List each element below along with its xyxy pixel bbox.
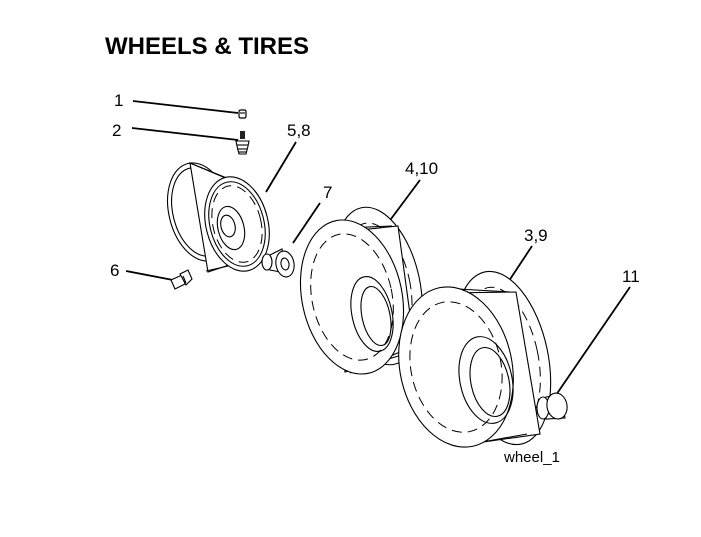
- callout-7: 7: [323, 183, 332, 202]
- leader-6: [125, 270, 174, 281]
- callout-11: 11: [622, 267, 640, 286]
- wheel-rim: [167, 162, 270, 273]
- callout-3-9: 3,9: [524, 226, 548, 245]
- valve-stem: [235, 131, 250, 155]
- callout-5-8: 5,8: [287, 121, 311, 140]
- leader-7: [292, 202, 321, 244]
- front-tire: [299, 206, 423, 375]
- callout-2: 2: [112, 121, 121, 140]
- hub-cap: [536, 392, 568, 420]
- rear-tire: [398, 270, 552, 448]
- leader-2: [131, 127, 239, 141]
- diagram-caption: wheel_1: [503, 449, 560, 466]
- callout-6: 6: [110, 261, 119, 280]
- callout-4-10: 4,10: [405, 159, 438, 178]
- leader-1: [132, 100, 239, 114]
- diagram-title: WHEELS & TIRES: [105, 33, 309, 60]
- leader-lines: [125, 100, 631, 396]
- leader-11: [555, 286, 631, 396]
- leader-5-8: [265, 141, 297, 193]
- bushing: [261, 248, 295, 278]
- valve-cap: [238, 109, 247, 119]
- lug-bolt: [170, 269, 193, 290]
- callout-1: 1: [114, 91, 123, 110]
